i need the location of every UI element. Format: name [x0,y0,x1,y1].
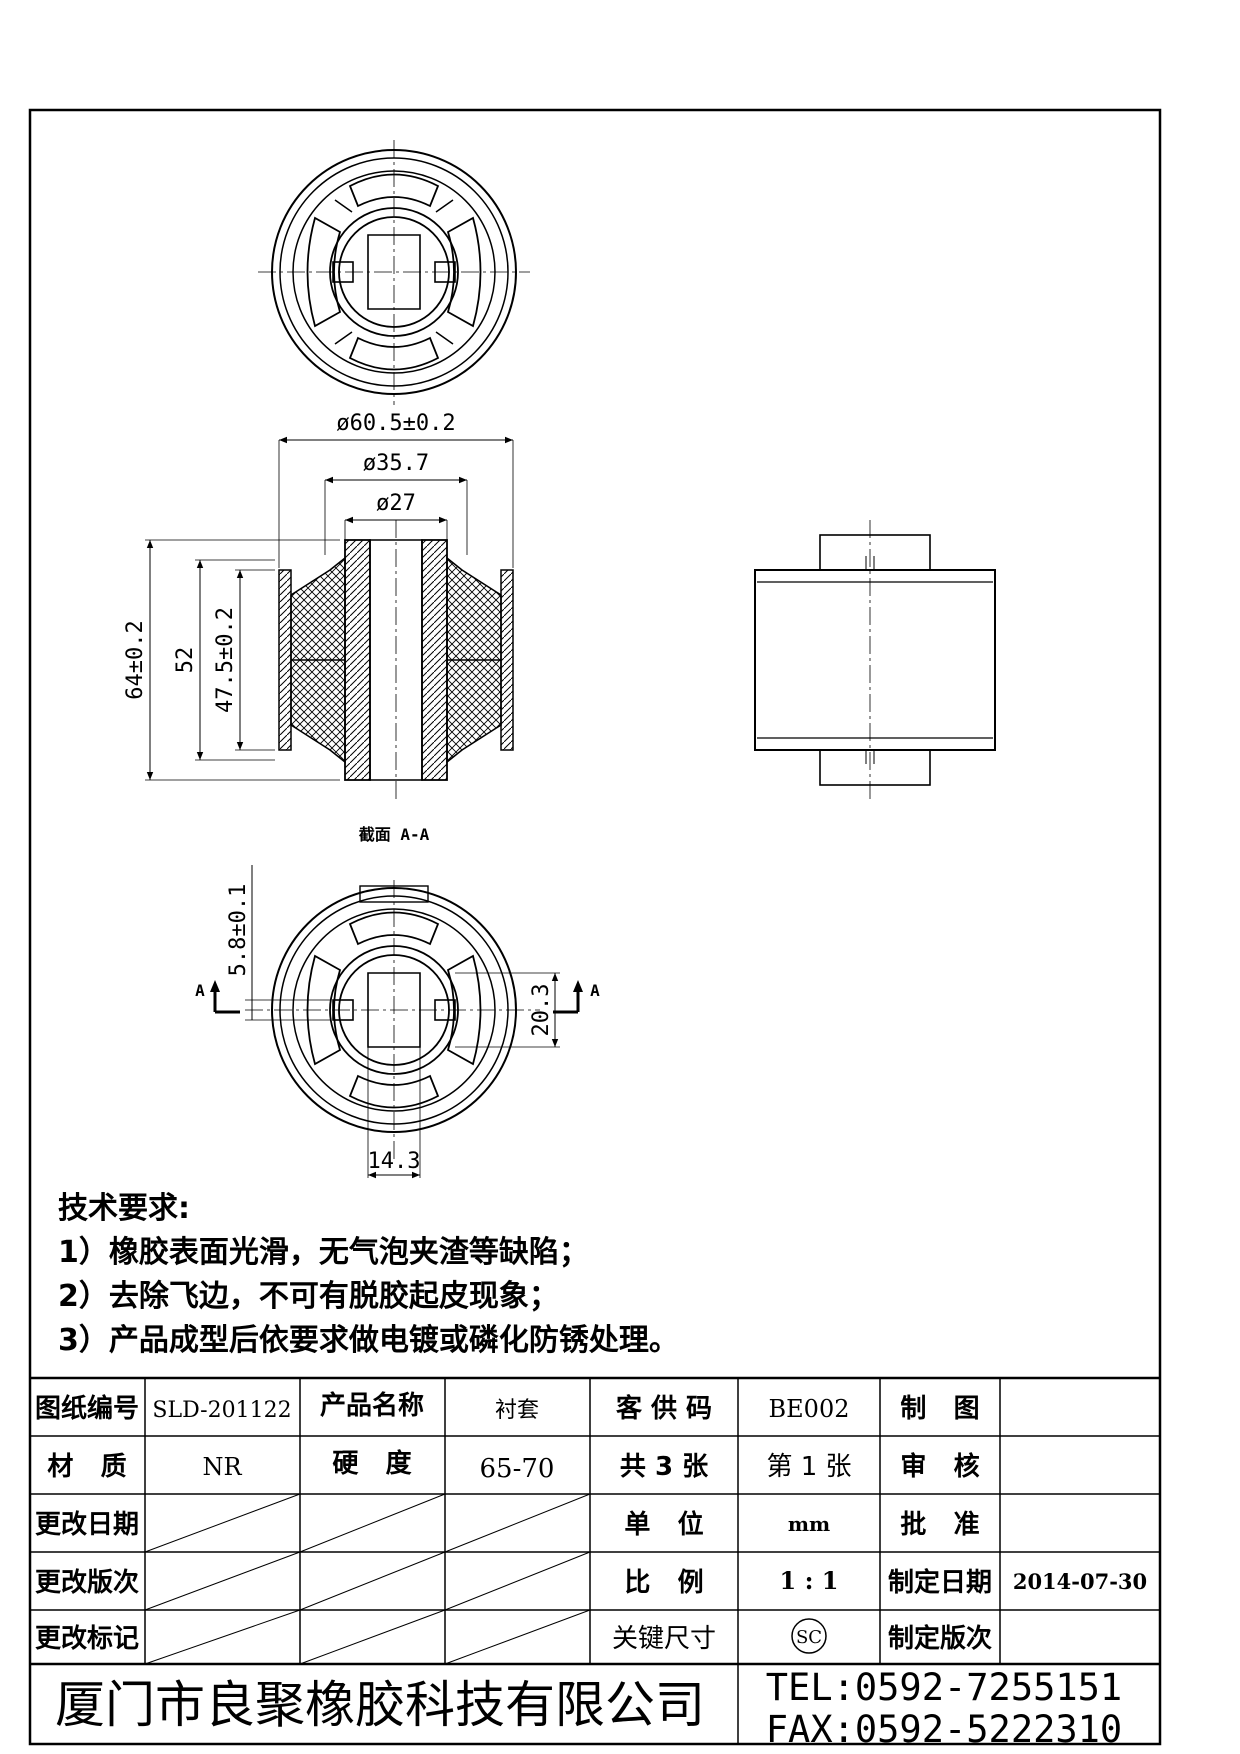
label-hardness: 硬 度 [332,1448,411,1479]
label-issue-date: 制定日期 [888,1567,992,1598]
value-unit: mm [788,1512,830,1536]
label-change-date: 更改日期 [35,1509,139,1540]
bottom-view-dims: 5.8±0.1 20.3 14.3 [226,865,560,1179]
label-customer-code: 客 供 码 [616,1393,712,1424]
end-view-top [258,140,530,405]
technical-requirements: 技术要求: 1）橡胶表面光滑，无气泡夹渣等缺陷； 2）去除飞边，不可有脱胶起皮现… [58,1191,679,1358]
section-view: ø60.5±0.2 ø35.7 ø27 64±0.2 52 47.5±0.2 截… [123,411,514,844]
label-unit: 单 位 [624,1509,703,1540]
label-checked: 审 核 [900,1451,979,1482]
requirements-title: 技术要求: [58,1191,190,1226]
value-product-name: 衬套 [495,1398,539,1423]
label-drawn: 制 图 [900,1394,979,1424]
section-title: 截面 A-A [359,825,430,844]
section-marker-right: A [590,981,600,1000]
value-customer-code: BE002 [769,1395,850,1423]
side-view [754,520,996,800]
end-view-bottom [210,880,583,1160]
dim-inner-diameter: ø27 [376,491,416,516]
title-block-text: 图纸编号 SLD-201122 产品名称 衬套 客 供 码 BE002 制 图 … [35,1390,1147,1751]
label-total-sheets: 共 3 张 [620,1452,709,1482]
label-change-mark: 更改标记 [35,1623,139,1654]
company-tel: TEL:0592-7255151 [766,1666,1122,1709]
label-scale: 比 例 [624,1568,703,1598]
label-key-dimension: 关键尺寸 [612,1624,716,1654]
value-material: NR [202,1453,242,1481]
value-issue-date: 2014-07-30 [1013,1569,1147,1594]
value-hardness: 65-70 [480,1454,555,1484]
label-change-version: 更改版次 [35,1567,139,1598]
requirement-item-1: 1）橡胶表面光滑，无气泡夹渣等缺陷； [58,1235,589,1270]
label-product-name: 产品名称 [320,1390,424,1421]
label-sheet-no: 第 1 张 [766,1452,851,1482]
dim-slot-width: 5.8±0.1 [226,884,251,977]
requirement-item-3: 3）产品成型后依要求做电镀或磷化防锈处理。 [58,1323,679,1358]
dim-length-52: 52 [173,647,198,674]
company-fax: FAX:0592-5222310 [766,1708,1122,1751]
sheet-border [28,108,1162,1746]
key-dimension-symbol: SC [796,1627,822,1648]
dim-outer-diameter: ø60.5±0.2 [336,411,455,436]
dim-overall-length: 64±0.2 [123,620,148,699]
dim-length-47: 47.5±0.2 [213,607,238,713]
requirement-item-2: 2）去除飞边，不可有脱胶起皮现象； [58,1279,559,1314]
dim-key-width: 14.3 [368,1149,421,1174]
title-block [30,1376,1160,1744]
dim-mid-diameter: ø35.7 [363,451,429,476]
value-scale: 1 : 1 [780,1566,839,1595]
label-material: 材 质 [47,1452,126,1482]
label-drawing-no: 图纸编号 [35,1393,139,1424]
company-name: 厦门市良聚橡胶科技有限公司 [55,1676,705,1734]
label-issue-version: 制定版次 [888,1623,992,1654]
value-drawing-no: SLD-201122 [152,1398,291,1423]
section-marker-left: A [195,981,205,1000]
dim-flat-height: 20.3 [529,984,554,1037]
label-approved: 批 准 [900,1510,979,1540]
